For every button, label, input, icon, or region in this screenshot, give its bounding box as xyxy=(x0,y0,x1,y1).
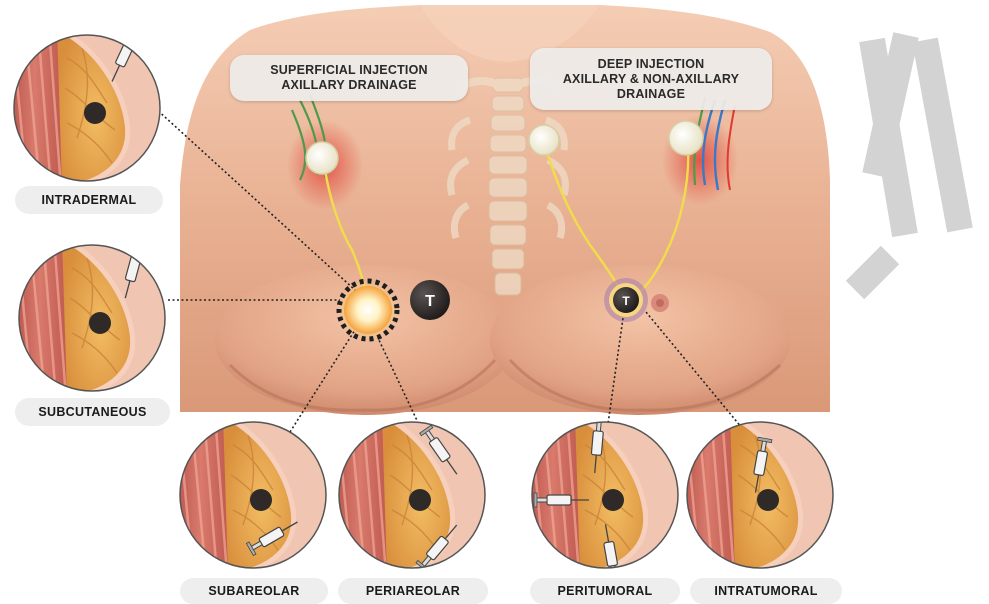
tumor-marker-right: T xyxy=(604,278,648,322)
lymph-node-center xyxy=(529,125,559,155)
lens-subcutaneous xyxy=(12,238,172,398)
watermark xyxy=(855,35,960,290)
label-peritumoral: PERITUMORAL xyxy=(530,578,680,604)
tumor-marker-left: T xyxy=(410,280,450,320)
lens-periareolar xyxy=(332,415,492,575)
superficial-callout-line1: SUPERFICIAL INJECTION xyxy=(270,63,427,78)
deep-callout-line2: AXILLARY & NON-AXILLARY xyxy=(563,72,739,87)
superficial-callout-line2: AXILLARY DRAINAGE xyxy=(281,78,416,93)
label-intradermal: INTRADERMAL xyxy=(15,186,163,214)
deep-injection-callout: DEEP INJECTION AXILLARY & NON-AXILLARY D… xyxy=(530,48,772,110)
label-periareolar: PERIAREOLAR xyxy=(338,578,488,604)
label-intratumoral: INTRATUMORAL xyxy=(690,578,842,604)
lymph-node-right xyxy=(669,121,703,155)
superficial-injection-callout: SUPERFICIAL INJECTION AXILLARY DRAINAGE xyxy=(230,55,468,101)
svg-text:T: T xyxy=(622,294,630,308)
lens-subareolar xyxy=(173,415,333,575)
lens-peritumoral xyxy=(525,415,685,580)
lens-intradermal xyxy=(7,28,167,188)
deep-callout-line3: DRAINAGE xyxy=(617,87,685,102)
label-subcutaneous: SUBCUTANEOUS xyxy=(15,398,170,426)
svg-text:T: T xyxy=(425,293,435,310)
lymph-node-left xyxy=(306,142,338,174)
lens-intratumoral xyxy=(680,415,840,575)
label-subareolar: SUBAREOLAR xyxy=(180,578,328,604)
deep-callout-line1: DEEP INJECTION xyxy=(598,57,705,72)
